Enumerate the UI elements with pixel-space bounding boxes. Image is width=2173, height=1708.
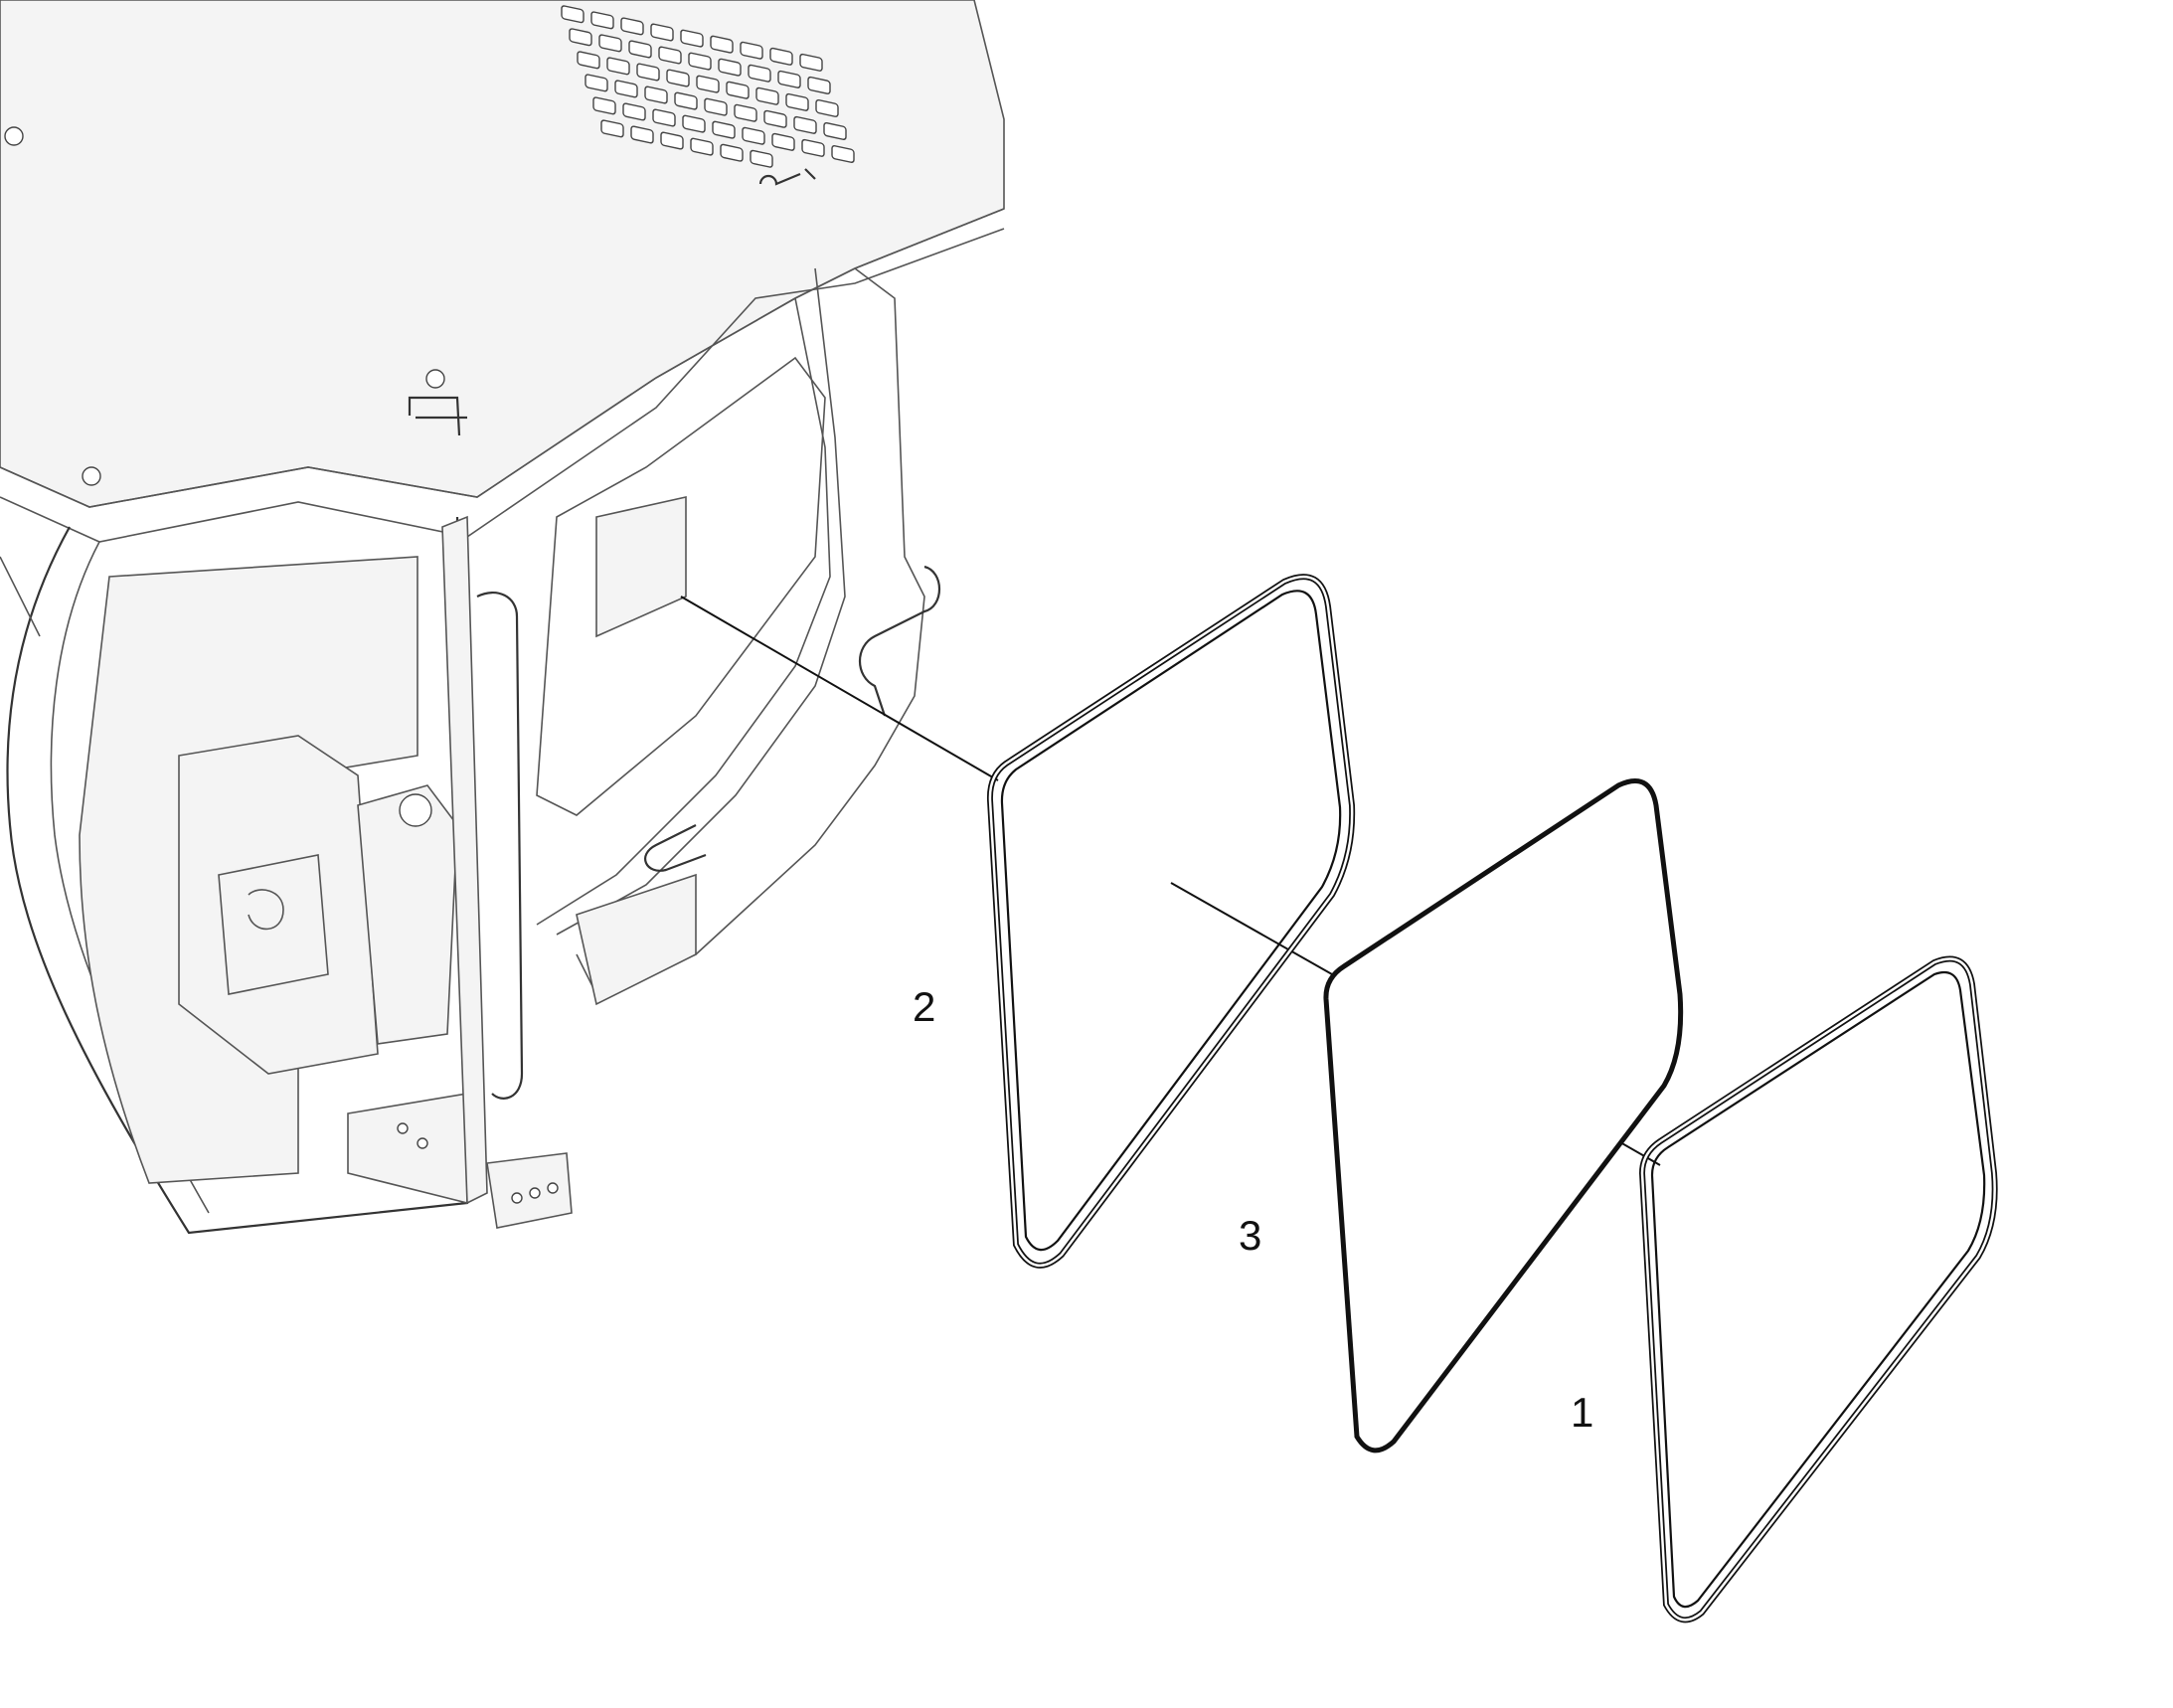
vent-slot [799,53,823,72]
vent-slot [652,108,676,127]
callout-part-2: 2 [913,983,936,1030]
vent-slot [636,63,660,82]
vent-slot [660,131,684,150]
lower-mount-block [576,873,697,1006]
vent-slot [710,35,734,54]
window-frame-outer [1638,955,1998,1623]
vent-slot [658,46,682,65]
vent-slot [598,34,622,53]
vent-slot [592,96,616,115]
vent-slot [650,23,674,42]
bolt-icon [4,126,24,146]
vent-slot [755,86,779,105]
vent-slot [696,75,720,93]
roof-front-edge [0,208,1005,508]
control-knob-icon [399,793,432,827]
vent-slot [682,114,706,133]
vent-slot [726,81,750,99]
vent-slot [690,137,714,156]
vent-slot [674,91,698,110]
vent-slot [585,74,608,92]
vent-slot [801,138,825,157]
vent-slot [590,11,614,30]
floor-hole-icon [397,1122,409,1134]
vent-slot [793,115,817,134]
vent-slot [704,97,728,116]
leader-line-part-2 [680,596,999,781]
seal-groove [988,575,1354,1268]
vent-slot [688,52,712,71]
vent-slot [666,69,690,87]
vent-slot [644,85,668,104]
bolt-icon [425,369,445,389]
vent-slot [718,58,742,77]
cab-left-door-frame [6,516,469,1235]
roof-lower-edge [0,228,1005,543]
operator-cab-illustration [0,0,1005,1235]
vent-slot [742,126,765,145]
rear-window-opening [536,356,826,816]
vent-slot [614,80,638,98]
vent-slot [740,41,763,60]
vent-slot [600,119,624,138]
cab-control-box [357,784,458,1045]
vent-slot [620,17,644,36]
console-detail [218,854,329,995]
vent-slot [823,121,847,140]
callout-part-3: 3 [1239,1212,1262,1259]
roof-hook-icon [758,168,816,186]
part-2-window-seal [986,574,1356,1269]
cab-left-edge [0,556,41,637]
vent-slot [720,143,744,162]
roof-handle-icon [408,396,467,436]
vent-slot [628,40,652,59]
window-frame-groove [1640,957,1996,1622]
vent-slot [750,149,773,168]
vent-slot [831,144,855,163]
pillar-base-plate [486,1152,573,1229]
rear-interior-panel [595,496,687,638]
cab-floor-plate [347,1093,468,1205]
cab-right-frame [556,267,846,936]
base-hole-icon [547,1182,559,1194]
floor-hole-icon [417,1137,428,1149]
door-pillar-handle-icon [476,592,524,1100]
callout-part-1: 1 [1571,1389,1594,1436]
cab-right-frame-inner [536,297,831,926]
vent-slot [561,5,585,24]
vent-slot [577,51,600,70]
glass-pane-outline [1323,778,1684,1453]
leader-line-part-3 [1170,882,1333,975]
vent-slot [622,102,646,121]
side-grab-handle-icon [644,824,707,872]
vent-slot [771,132,795,151]
base-hole-icon [511,1192,523,1204]
roof-vent-grid [561,5,855,168]
vent-slot [630,125,654,144]
cab-seat-console [178,735,379,1075]
part-1-window-assembly [1638,955,1998,1623]
vent-slot [763,109,787,128]
bolt-icon [82,466,101,486]
vent-slot [606,57,630,76]
window-glass-edge [1650,970,1986,1609]
vent-slot [712,120,736,139]
part-3-glass-pane [1323,778,1684,1453]
vent-slot [680,29,704,48]
vent-slot [815,98,839,117]
seal-inner-edge [1000,590,1342,1252]
vent-slot [769,47,793,66]
base-hole-icon [529,1187,541,1199]
vent-slot [569,28,592,47]
vent-slot [785,92,809,111]
vent-slot [807,76,831,94]
rear-grab-handle-icon [859,565,940,717]
vent-slot [748,64,771,83]
cab-door-pillar [441,515,488,1205]
vent-slot [734,103,757,122]
vent-slot [777,70,801,88]
cab-roof [0,0,1005,508]
